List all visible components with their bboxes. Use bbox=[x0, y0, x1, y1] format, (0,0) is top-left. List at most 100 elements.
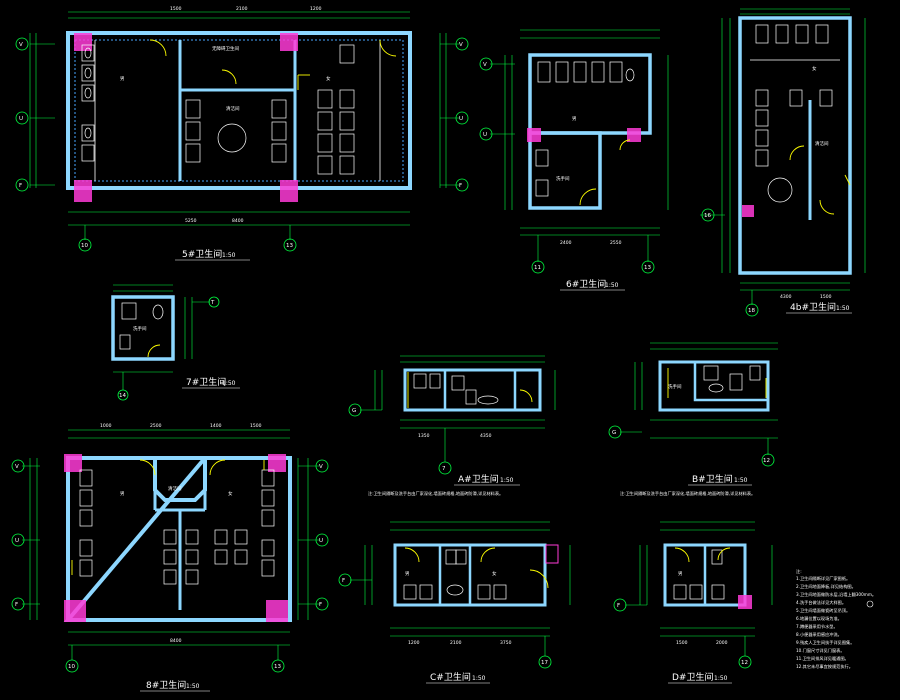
dim-5-total: 8400 bbox=[232, 218, 244, 224]
axis-5-a: 10 bbox=[81, 243, 88, 249]
room-7-wash: 洗手间 bbox=[133, 325, 147, 332]
north-arrow-icon bbox=[866, 600, 874, 608]
note-line-5: 5.卫生间墙面做瓷砖至吊顶。 bbox=[796, 607, 850, 614]
note-line-12: 12.其它未尽事宜按规范执行。 bbox=[796, 663, 853, 670]
row-5-b-r: U bbox=[459, 116, 463, 122]
row-6-a: V bbox=[483, 62, 487, 68]
axis-6-b: 13 bbox=[644, 265, 651, 271]
plan-6-toilet: 2400 2550 男 洗手间 11 13 V U 6#卫生间 1:50 bbox=[479, 29, 669, 291]
plan-A-scale: 1:50 bbox=[500, 477, 514, 484]
room-4b-janitor: 清洁间 bbox=[815, 140, 829, 147]
plan-C-title: C#卫生间 bbox=[430, 671, 471, 683]
plan-D-toilet: 1500 2000 男 12 F D#卫生间 1:50 bbox=[613, 521, 773, 684]
room-4b-female: 女 bbox=[812, 65, 817, 72]
room-8-male: 男 bbox=[120, 491, 125, 497]
dim-6-a: 2400 bbox=[560, 240, 572, 246]
dim-A-b: 4350 bbox=[480, 433, 492, 439]
row-5-c-r: F bbox=[459, 183, 462, 189]
plan-8-toilet: 1000 2500 1400 1500 8400 男 女 清洁间 10 13 V… bbox=[11, 423, 329, 692]
note-line-4: 4.洗手台做法详见大样图。 bbox=[796, 599, 846, 606]
note-line-8: 8.小便器采用感应冲洗。 bbox=[796, 631, 842, 638]
note-line-1: 1.卫生间隔断详见厂家图纸。 bbox=[796, 575, 850, 582]
dim-D-b: 2000 bbox=[716, 640, 728, 646]
row-8-c: F bbox=[15, 602, 18, 608]
dim-8-d: 1500 bbox=[250, 423, 262, 429]
plan-D-scale: 1:50 bbox=[714, 675, 728, 682]
room-C-male: 男 bbox=[405, 571, 410, 577]
row-8-b: U bbox=[15, 538, 19, 544]
dim-D-a: 1500 bbox=[676, 640, 688, 646]
plan-4b-scale: 1:50 bbox=[836, 305, 850, 312]
row-4b-a: 16 bbox=[704, 213, 711, 219]
row-A-a: G bbox=[352, 408, 356, 414]
plan-6-title: 6#卫生间 bbox=[566, 278, 606, 290]
row-8-a-r: V bbox=[319, 464, 323, 470]
dim-5-c: 1200 bbox=[310, 6, 322, 12]
axis-5-b: 13 bbox=[286, 243, 293, 249]
row-5-c: F bbox=[19, 183, 22, 189]
dim-8-b: 2500 bbox=[150, 423, 162, 429]
plan-7-title: 7#卫生间 bbox=[186, 376, 226, 388]
plan-6-scale: 1:50 bbox=[605, 282, 619, 289]
plan-B-scale: 1:50 bbox=[734, 477, 748, 484]
note-line-7: 7.蹲便器采用节水型。 bbox=[796, 623, 838, 630]
plan-C-scale: 1:50 bbox=[472, 675, 486, 682]
plan-5-axis-bubbles bbox=[15, 37, 469, 252]
room-B-wash: 洗手间 bbox=[668, 383, 682, 390]
dim-5-b: 2100 bbox=[236, 6, 248, 12]
axis-8-b: 13 bbox=[274, 664, 281, 670]
dim-8-a: 1000 bbox=[100, 423, 112, 429]
row-7-a: T bbox=[210, 300, 215, 306]
dim-C-b: 2100 bbox=[450, 640, 462, 646]
note-line-2: 2.卫生间地面降板,详见结构图。 bbox=[796, 583, 856, 590]
plan-D-title: D#卫生间 bbox=[672, 671, 713, 683]
dim-C-c: 3750 bbox=[500, 640, 512, 646]
plan-B-title: B#卫生间 bbox=[692, 473, 733, 485]
axis-8-a: 10 bbox=[68, 664, 75, 670]
axis-6-a: 11 bbox=[534, 265, 541, 271]
plan-C-toilet: 1200 2100 3750 男 女 17 F C#卫生间 1:50 bbox=[338, 521, 571, 684]
room-5-female: 女 bbox=[326, 75, 331, 82]
dim-5-a: 1500 bbox=[170, 6, 182, 12]
axis-D-a: 12 bbox=[741, 660, 748, 666]
row-5-a: V bbox=[19, 42, 23, 48]
section-note-A: 注:卫生间隔断及洗手台由厂家深化,墙面砖规格,地面砖防滑,详见材料表。 bbox=[368, 490, 503, 497]
room-D-male: 男 bbox=[678, 571, 683, 577]
axis-B-a: 12 bbox=[763, 458, 770, 464]
row-8-a: V bbox=[15, 464, 19, 470]
room-5-accessible: 无障碍卫生间 bbox=[212, 45, 239, 52]
plan-7-scale: 1:50 bbox=[222, 380, 236, 387]
plan-8-scale: 1:50 bbox=[186, 683, 200, 690]
plan-5-toilet: 1500 2100 1200 8400 5250 男 女 无障碍卫生间 清洁间 … bbox=[15, 6, 469, 261]
room-8-janitor: 清洁间 bbox=[168, 485, 182, 492]
dim-8-total: 8400 bbox=[170, 638, 182, 644]
axis-A-a: 7 bbox=[442, 466, 446, 472]
plan-A-title: A#卫生间 bbox=[458, 473, 499, 485]
row-6-b: U bbox=[483, 132, 487, 138]
general-notes: 注: 1.卫生间隔断详见厂家图纸。 2.卫生间地面降板,详见结构图。 3.卫生间… bbox=[796, 568, 876, 670]
dim-4b-b: 1500 bbox=[820, 294, 832, 300]
note-line-10: 10.门窗尺寸详见门窗表。 bbox=[796, 647, 845, 654]
row-8-b-r: U bbox=[319, 538, 323, 544]
plan-7-toilet: 洗手间 14 T 7#卫生间 1:50 bbox=[111, 284, 240, 401]
note-line-11: 11.卫生间排风详见暖通图。 bbox=[796, 655, 849, 662]
row-B-a: G bbox=[612, 430, 616, 436]
dim-A-a: 1350 bbox=[418, 433, 430, 439]
notes-header: 注: bbox=[796, 568, 802, 575]
row-D-a: F bbox=[617, 603, 620, 609]
dim-5-d: 5250 bbox=[185, 218, 197, 224]
dim-6-b: 2550 bbox=[610, 240, 622, 246]
plan-4b-title: 4b#卫生间 bbox=[790, 301, 836, 313]
axis-7-a: 14 bbox=[119, 393, 126, 399]
plan-5-title: 5#卫生间 bbox=[182, 248, 222, 260]
room-5-janitor: 清洁间 bbox=[226, 105, 240, 112]
note-line-9: 9.残疾人卫生间扶手详见图集。 bbox=[796, 639, 854, 646]
axis-4b-a: 18 bbox=[748, 308, 755, 314]
note-line-6: 6.地漏位置以现场为准。 bbox=[796, 615, 842, 622]
dim-4b-a: 4300 bbox=[780, 294, 792, 300]
section-note-B: 注:卫生间隔断及洗手台由厂家深化,墙面砖规格,地面砖防滑,详见材料表。 bbox=[620, 490, 755, 497]
room-8-female: 女 bbox=[228, 490, 233, 497]
room-6-wash: 洗手间 bbox=[556, 175, 570, 182]
room-C-female: 女 bbox=[492, 570, 497, 577]
